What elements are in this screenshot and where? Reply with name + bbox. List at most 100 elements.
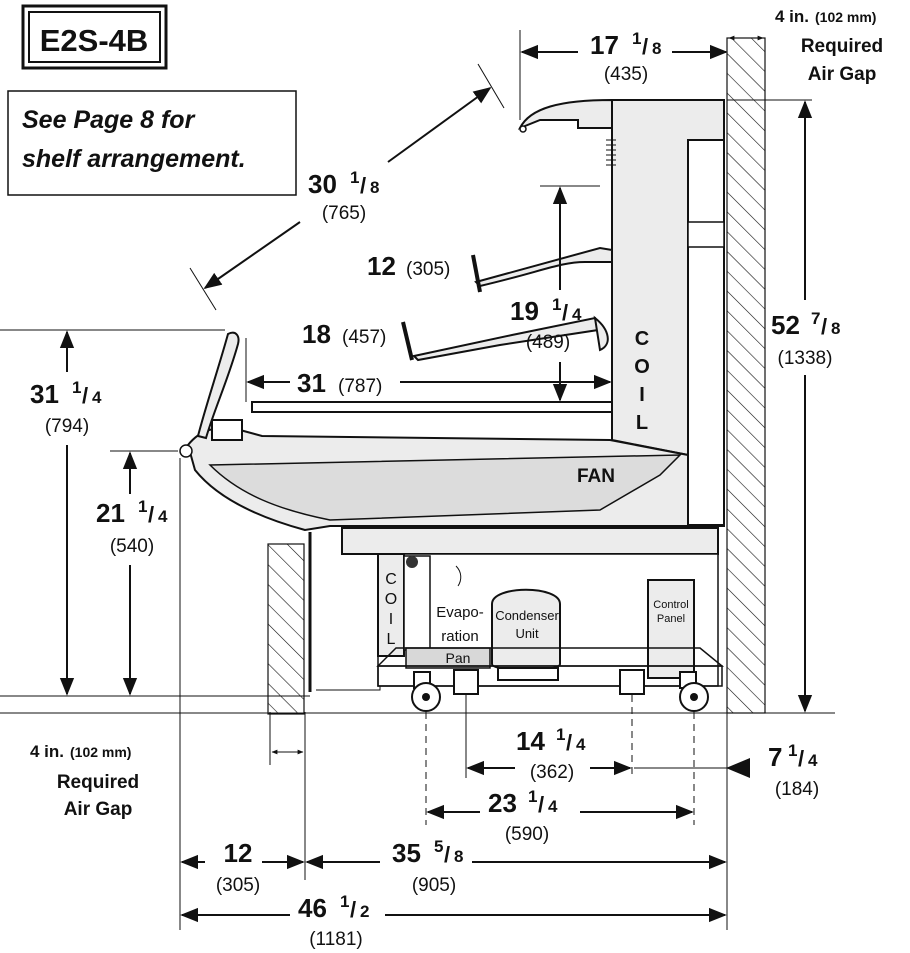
- coil-label-lower: C O I L: [385, 571, 397, 648]
- dim-21-label: 21 1 / 4 (540): [96, 497, 168, 557]
- control-panel: [647, 579, 695, 679]
- svg-text:4 in.: 4 in.: [775, 7, 809, 26]
- shelf-lower-fence: [401, 321, 414, 361]
- dim-30-tick-upper: [477, 63, 505, 109]
- dim-7-arrow: [726, 758, 750, 778]
- svg-text:L: L: [636, 412, 648, 434]
- svg-text:Required: Required: [57, 772, 139, 793]
- dim-31-width-label: 31 (787): [297, 368, 382, 398]
- svg-text:4: 4: [572, 305, 582, 324]
- base-frame: [341, 527, 719, 555]
- svg-text:(102 mm): (102 mm): [815, 9, 876, 25]
- dim-30-arrow-lower: [203, 221, 301, 290]
- svg-text:5: 5: [434, 837, 443, 856]
- svg-text:7: 7: [811, 309, 820, 328]
- svg-text:C: C: [385, 571, 397, 588]
- canopy: [517, 98, 613, 130]
- svg-text:(102 mm): (102 mm): [70, 744, 131, 760]
- dim-14-label: 14 1 / 4 (362): [516, 725, 586, 783]
- svg-text:30: 30: [308, 169, 337, 199]
- canopy-light: [519, 125, 527, 133]
- note-box: See Page 8 for shelf arrangement.: [7, 90, 297, 196]
- front-bracket: [211, 419, 243, 441]
- svg-text:1: 1: [72, 378, 81, 397]
- fan-plenum: [208, 454, 682, 521]
- svg-text:(787): (787): [338, 376, 382, 397]
- svg-text:/: /: [82, 383, 88, 408]
- dim-7-label: 7 1 / 4 (184): [768, 741, 819, 800]
- svg-text:/: /: [566, 730, 572, 755]
- svg-text:Air Gap: Air Gap: [64, 799, 133, 820]
- svg-text:L: L: [387, 631, 396, 648]
- svg-text:I: I: [389, 611, 393, 628]
- note-line-1: See Page 8 for: [22, 106, 196, 134]
- svg-text:14: 14: [516, 726, 545, 756]
- svg-text:4: 4: [92, 388, 102, 407]
- svg-text:(794): (794): [45, 416, 89, 437]
- svg-text:I: I: [639, 384, 645, 406]
- svg-text:(184): (184): [775, 779, 819, 800]
- dim-17-label: 17 1 / 8 (435): [590, 29, 661, 85]
- bumper-knob: [179, 444, 193, 458]
- note-line-2: shelf arrangement.: [22, 145, 246, 173]
- svg-text:/: /: [148, 502, 154, 527]
- model-label-box: E2S-4B: [21, 4, 168, 70]
- deck: [251, 401, 613, 413]
- svg-text:1: 1: [556, 725, 565, 744]
- svg-text:1: 1: [340, 892, 349, 911]
- svg-text:1: 1: [138, 497, 147, 516]
- condenser-label-2: Unit: [515, 626, 539, 641]
- svg-text:/: /: [360, 173, 366, 198]
- frame-skid: [377, 665, 723, 687]
- dim-12-shelf-label: 12 (305): [367, 251, 450, 281]
- rear-duct: [687, 139, 725, 526]
- svg-text:(435): (435): [604, 64, 648, 85]
- dim-12-bottom-label: 12 (305): [216, 838, 260, 896]
- shelf-lower: [411, 316, 600, 362]
- svg-text:/: /: [538, 792, 544, 817]
- svg-text:35: 35: [392, 838, 421, 868]
- air-gap-bottom-label: 4 in. (102 mm) Required Air Gap: [30, 742, 139, 820]
- svg-text:/: /: [444, 842, 450, 867]
- control-panel-label-1: Control: [653, 599, 688, 611]
- front-glass: [196, 331, 240, 440]
- svg-text:4: 4: [808, 751, 818, 770]
- svg-text:(305): (305): [406, 259, 450, 280]
- svg-text:46: 46: [298, 893, 327, 923]
- air-gap-top-label: 4 in. (102 mm) Required Air Gap: [775, 7, 883, 85]
- condenser-label-1: Condenser: [495, 608, 559, 623]
- svg-text:52: 52: [771, 310, 800, 340]
- svg-text:31: 31: [297, 368, 326, 398]
- svg-text:(590): (590): [505, 824, 549, 845]
- shelf-upper-fence: [471, 254, 482, 293]
- model-label: E2S-4B: [40, 23, 149, 58]
- svg-text:23: 23: [488, 788, 517, 818]
- svg-text:18: 18: [302, 319, 331, 349]
- svg-text:8: 8: [831, 319, 840, 338]
- dim-30-tick-lower: [189, 267, 217, 311]
- dim-30-label: 30 1 / 8 (765): [308, 168, 379, 224]
- svg-text:1: 1: [528, 787, 537, 806]
- dim-19-label: 19 1 / 4 (489): [510, 295, 582, 353]
- svg-text:4: 4: [158, 507, 168, 526]
- svg-text:4: 4: [576, 735, 586, 754]
- dim-31-height-label: 31 1 / 4 (794): [30, 378, 102, 437]
- svg-text:(457): (457): [342, 327, 386, 348]
- svg-text:/: /: [350, 897, 356, 922]
- dim-30-arrow-upper: [387, 86, 492, 163]
- fan-label: FAN: [577, 466, 615, 487]
- svg-text:(489): (489): [526, 332, 570, 353]
- dim-35-label: 35 5 / 8 (905): [392, 837, 463, 896]
- svg-text:7: 7: [768, 742, 782, 772]
- front-floor-wall: [267, 543, 305, 715]
- svg-text:21: 21: [96, 498, 125, 528]
- svg-text:2: 2: [360, 902, 369, 921]
- svg-text:8: 8: [652, 39, 661, 58]
- svg-text:/: /: [821, 314, 827, 339]
- svg-text:/: /: [562, 300, 568, 325]
- rear-wall: [726, 37, 766, 714]
- shelf-upper: [474, 246, 613, 288]
- svg-text:(1181): (1181): [309, 929, 363, 950]
- svg-text:31: 31: [30, 379, 59, 409]
